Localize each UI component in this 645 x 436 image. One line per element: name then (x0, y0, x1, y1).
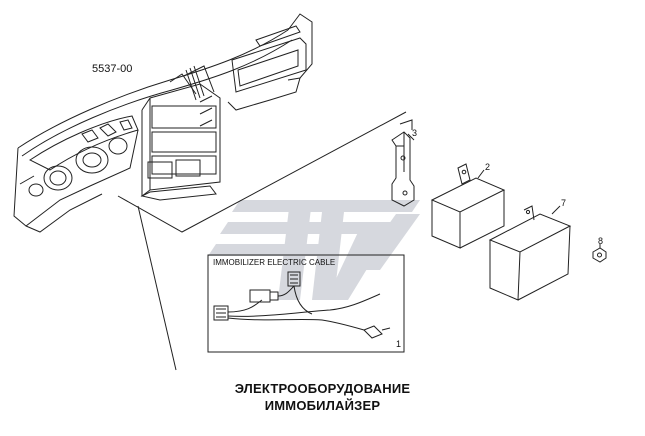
bracket-drawing (391, 119, 415, 207)
caption-line-2: ИММОБИЛАЙЗЕР (264, 398, 381, 413)
callout-1: 1 (396, 339, 402, 349)
cable-box-title: IMMOBILIZER ELECTRIC CABLE (213, 258, 336, 267)
callout-7: 7 (561, 198, 567, 208)
cover-module (488, 205, 572, 301)
callout-8: 8 (598, 236, 604, 246)
callout-ticks (407, 133, 601, 248)
callout-2: 2 (485, 162, 491, 172)
reference-code: 5537-00 (92, 63, 133, 75)
nut-drawing (592, 247, 607, 263)
leader-lines (117, 111, 407, 371)
caption-line-1: ЭЛЕКТРООБОРУДОВАНИЕ (234, 381, 411, 396)
cable-box (207, 254, 405, 353)
watermark-logo (208, 200, 420, 300)
ecu-module (430, 163, 506, 249)
dashboard-drawing (13, 13, 313, 233)
callout-3: 3 (412, 128, 418, 138)
